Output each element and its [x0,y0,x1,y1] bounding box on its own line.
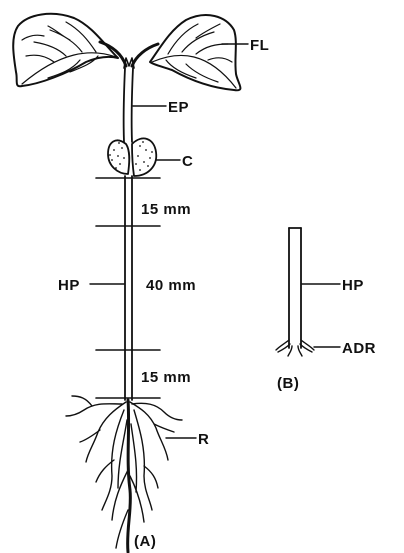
label-hp-b: HP [342,277,364,294]
label-panel-b: (B) [277,375,299,392]
root-system [66,396,182,552]
cotyledons [108,138,156,176]
label-ep: EP [168,99,189,116]
adventitious-roots [276,340,314,356]
left-cotyledon [108,140,129,174]
cutting-stem [289,228,301,348]
label-segment-top: 15 mm [141,201,191,218]
label-hp-a: HP [58,277,80,294]
left-leaf [13,14,118,86]
label-segment-bot: 15 mm [141,369,191,386]
first-leaves [13,14,240,90]
cutting-b: HP ADR (B) [276,228,376,392]
right-leaf [150,15,240,90]
epicotyl [124,68,133,142]
hypocotyl [125,176,132,400]
label-c: C [182,153,193,170]
right-cotyledon [132,138,156,176]
label-adr: ADR [342,340,376,357]
label-r: R [198,431,209,448]
seedling-a: FL EP C 15 mm HP 40 mm 15 mm R (A) [13,14,269,552]
label-panel-a: (A) [134,533,156,550]
label-segment-mid: 40 mm [146,277,196,294]
label-fl: FL [250,37,269,54]
leader-lines-b [302,284,340,347]
